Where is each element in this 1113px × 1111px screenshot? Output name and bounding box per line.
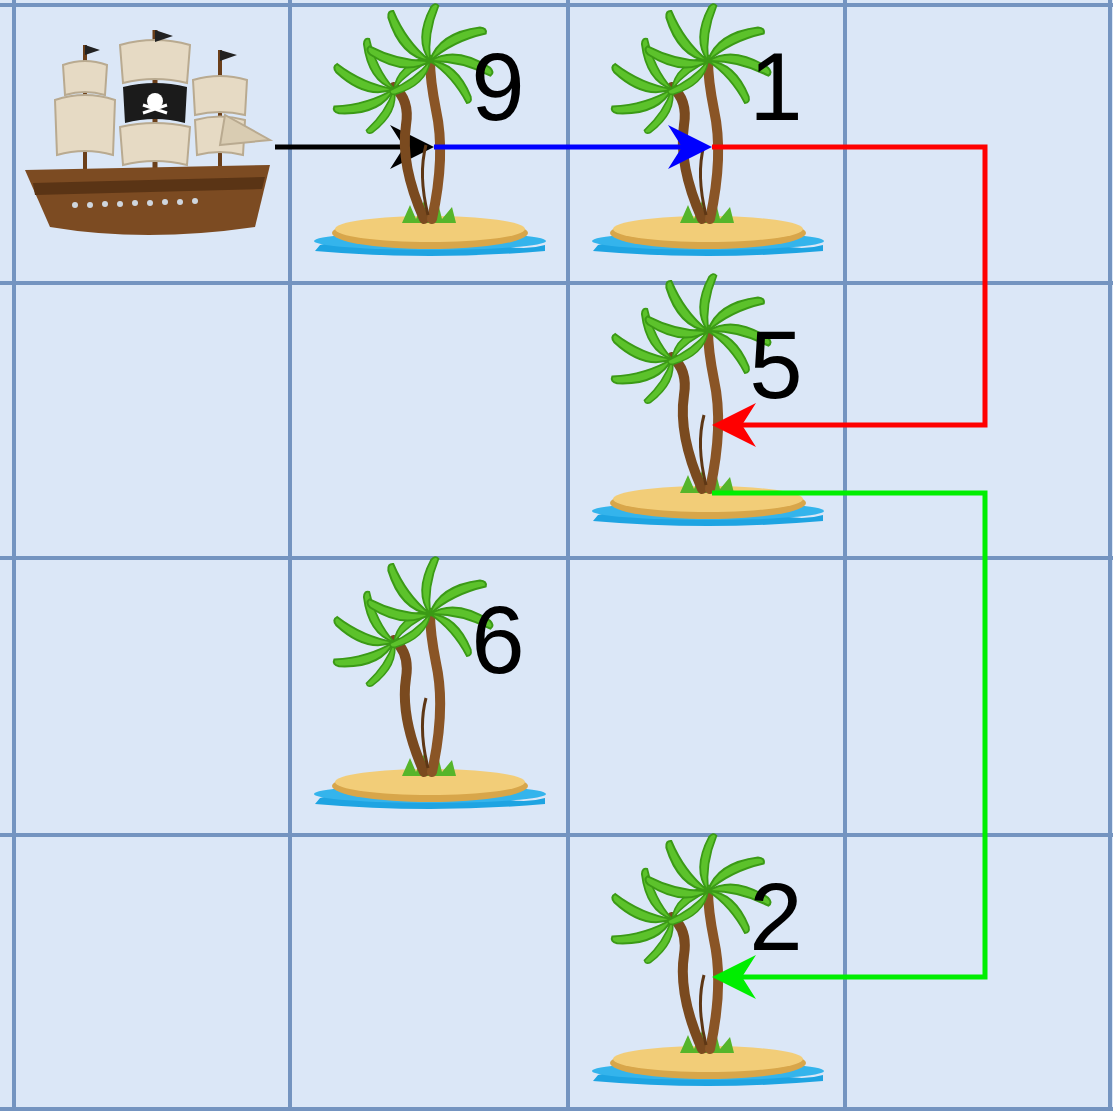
route-arrow (712, 493, 985, 999)
pirate-ship (25, 30, 270, 235)
island-node: 1 (712, 39, 840, 135)
route-line (712, 493, 985, 977)
island-node: 9 (434, 39, 562, 135)
island-number: 1 (712, 39, 840, 135)
arrow-head (668, 125, 712, 169)
island-node: 2 (712, 869, 840, 965)
island-number: 9 (434, 39, 562, 135)
island-number: 5 (712, 317, 840, 413)
island-node: 5 (712, 317, 840, 413)
island-number: 6 (434, 592, 562, 688)
route-line (434, 145, 682, 150)
island-number: 2 (712, 869, 840, 965)
island-node: 6 (434, 592, 562, 688)
route-line (712, 147, 985, 425)
route-arrow (712, 147, 985, 447)
